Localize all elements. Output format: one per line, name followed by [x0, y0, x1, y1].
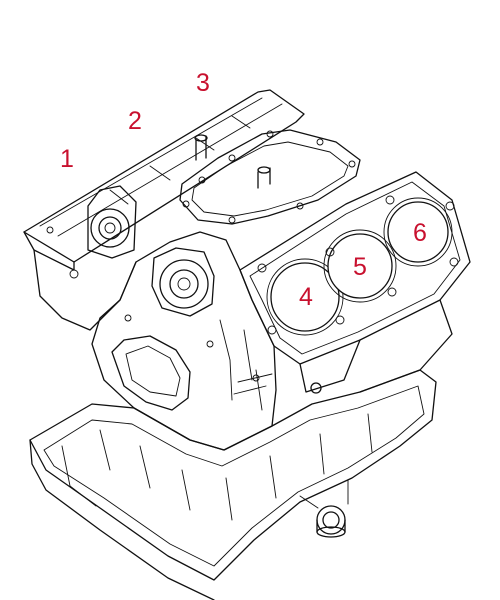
cylinder-label-6: 6 [413, 219, 427, 247]
cylinder-label-5: 5 [353, 253, 367, 281]
cylinder-label-3: 3 [196, 69, 210, 97]
cylinder-label-2: 2 [128, 107, 142, 135]
right-bank [239, 171, 471, 394]
oil-pan [29, 369, 437, 600]
cylinder-label-1: 1 [60, 145, 74, 173]
cylinder-label-4: 4 [299, 283, 313, 311]
